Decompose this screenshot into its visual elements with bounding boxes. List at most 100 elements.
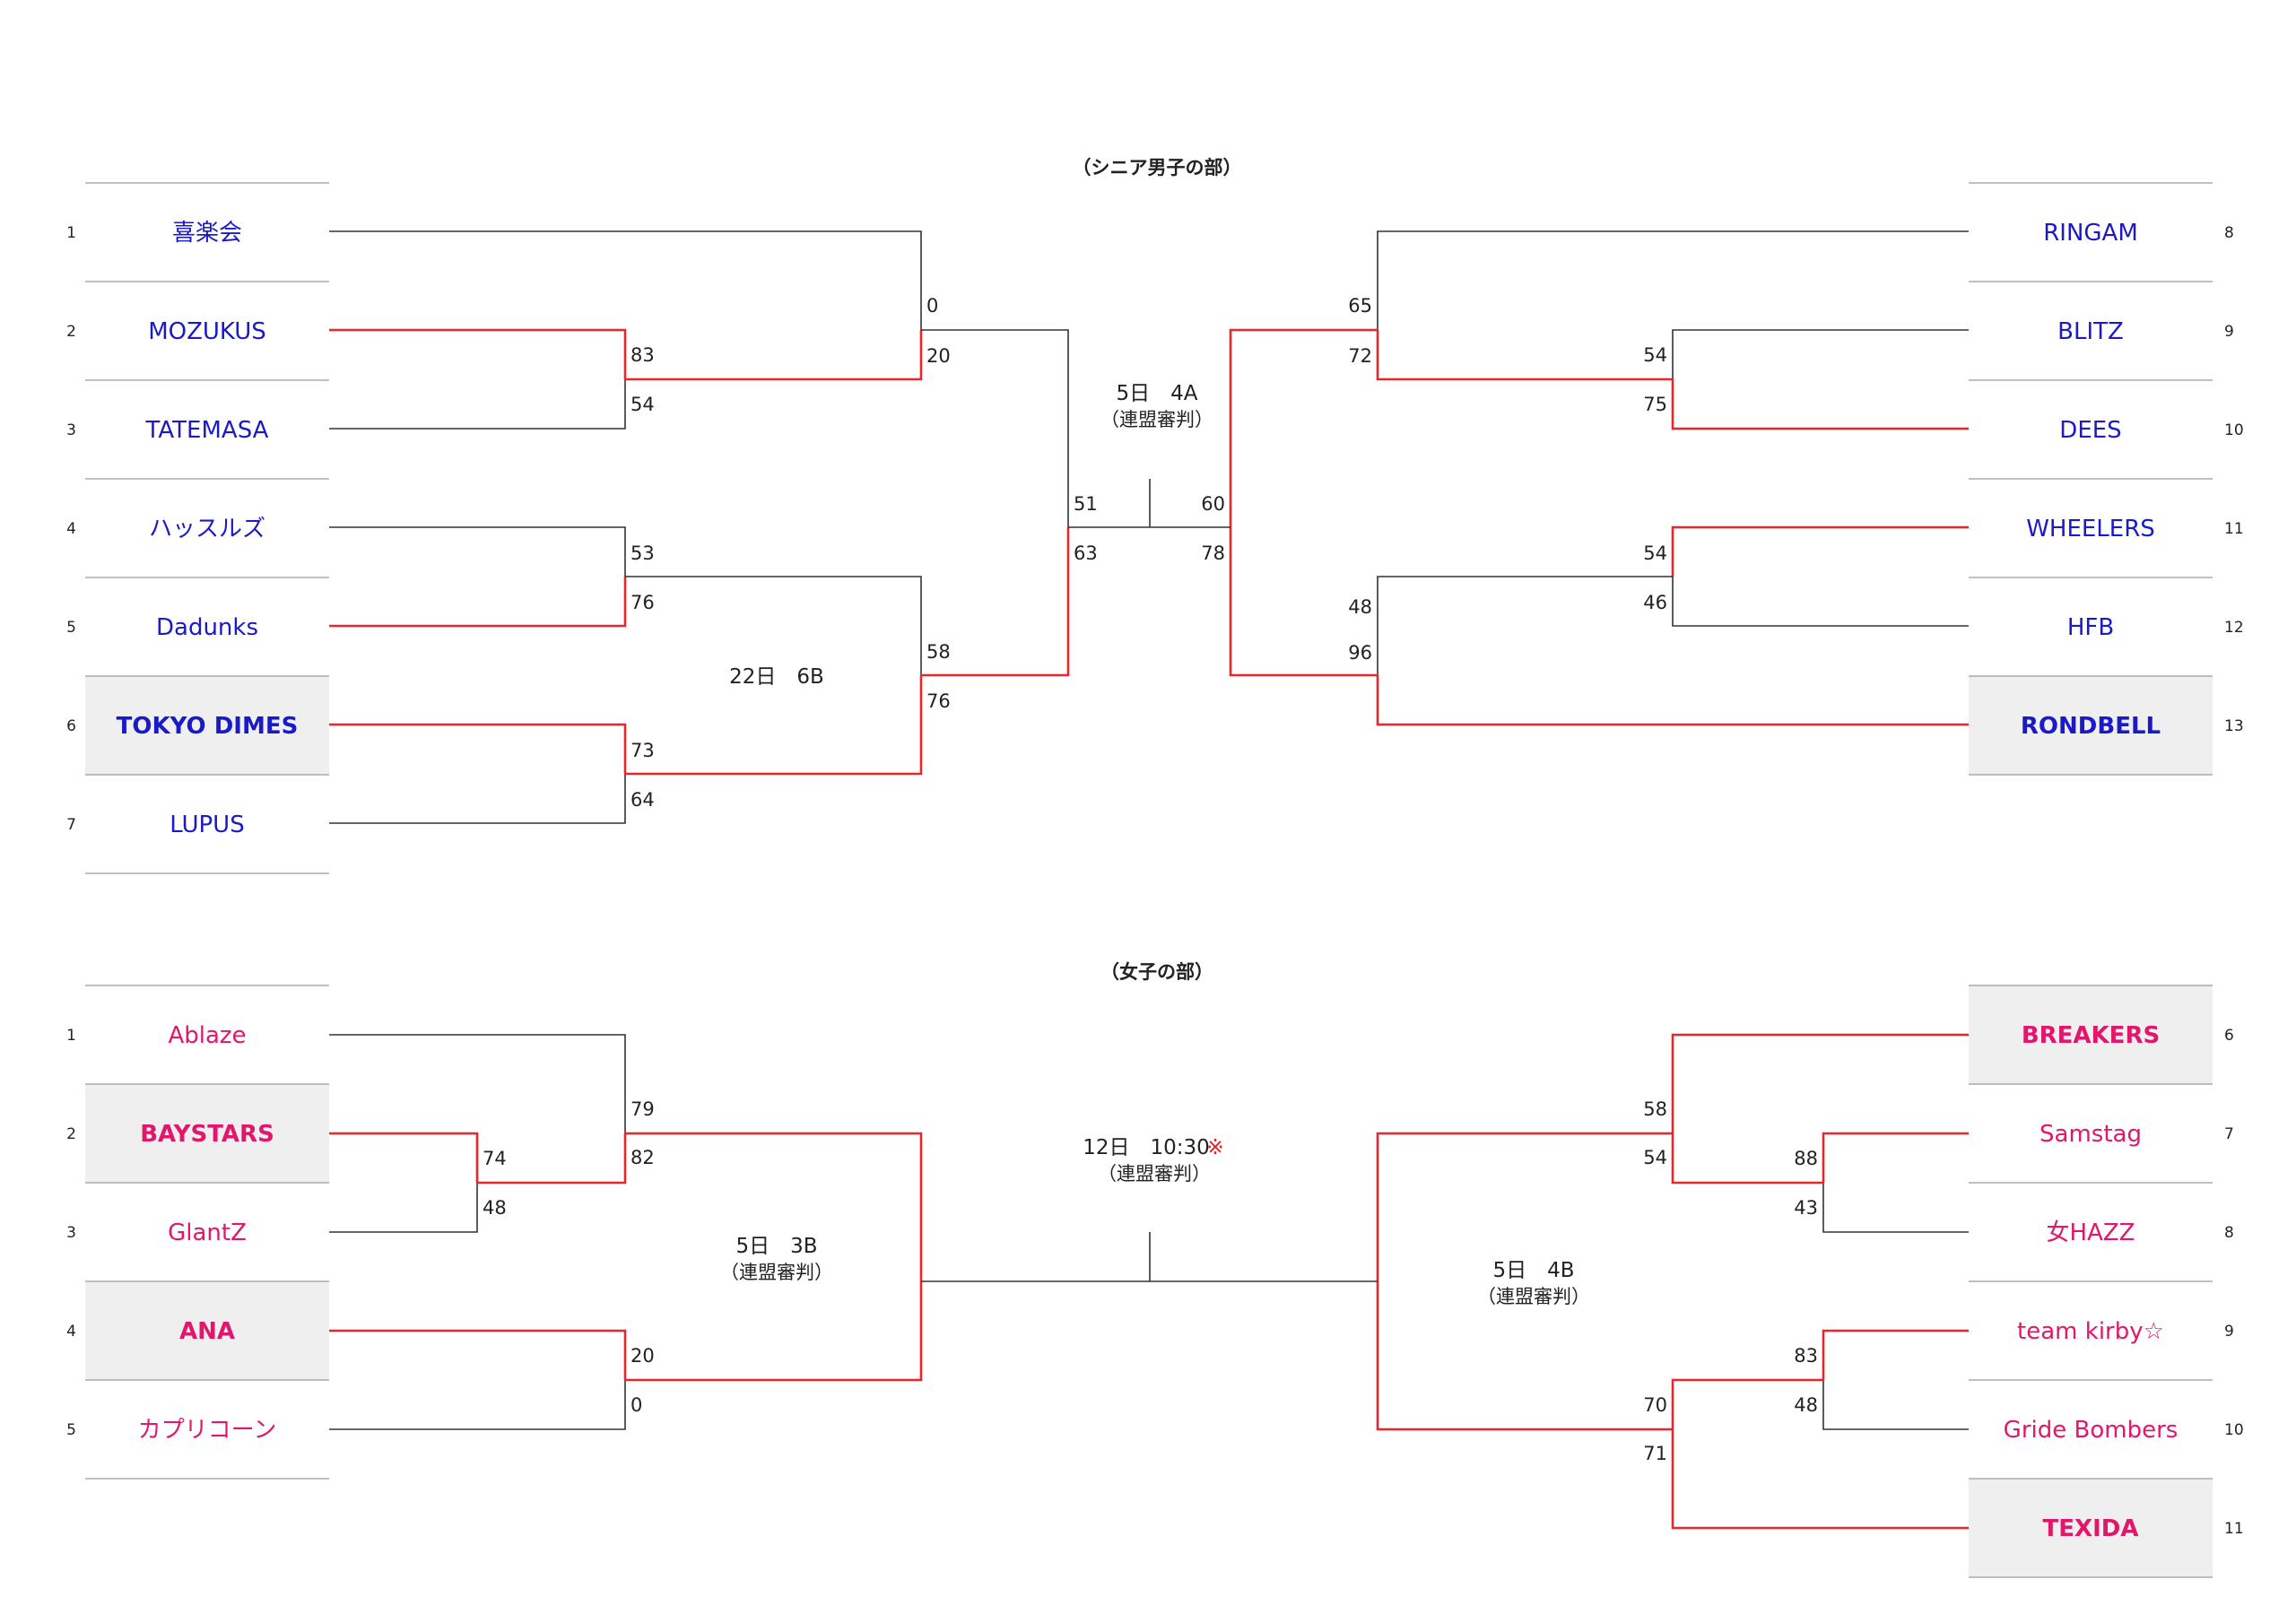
women-score: 79: [631, 1098, 655, 1120]
women-right-team-number: 8: [2224, 1224, 2234, 1242]
men-line-mozukus: [329, 328, 627, 379]
women-line-kirby: [1822, 1329, 1969, 1380]
women-line-breakers: [1671, 1033, 1969, 1133]
women-right-team-number: 7: [2224, 1125, 2234, 1143]
men-right-team-name: BLITZ: [2057, 318, 2124, 345]
women-right-team-bg: [1969, 1479, 2213, 1577]
men-score: 64: [631, 789, 655, 811]
women-line-gride: [1822, 1380, 1969, 1430]
women-final-ref: （連盟審判）: [1098, 1163, 1211, 1185]
men-right-team-number: 11: [2224, 520, 2244, 538]
men-line-right-lower: [1229, 527, 1378, 677]
women-score: 82: [631, 1147, 655, 1168]
men-score: 78: [1201, 542, 1225, 564]
men-left-team-number: 1: [66, 224, 76, 242]
men-left-team-number: 5: [66, 619, 76, 637]
women-left-team-name: Ablaze: [168, 1022, 246, 1049]
men-left-team-name: MOZUKUS: [148, 318, 266, 345]
women-line-left-upper: [625, 1132, 923, 1281]
men-final-date: 5日 4A: [1116, 382, 1197, 405]
men-left-team-name: Dadunks: [156, 614, 258, 641]
women-score: 0: [631, 1394, 642, 1416]
men-line-wheelers-adv: [1377, 576, 1673, 675]
women-score: 71: [1643, 1443, 1667, 1464]
men-right-team-bg: [1969, 676, 2213, 775]
men-score: 83: [631, 344, 655, 366]
men-line-tokyodimes-adv: [625, 675, 923, 776]
men-right-team-name: DEES: [2059, 417, 2121, 444]
men-line-dees: [1671, 379, 1969, 430]
men-score: 46: [1643, 592, 1667, 613]
women-score: 54: [1643, 1147, 1667, 1168]
men-score: 53: [631, 542, 655, 564]
women-score: 20: [631, 1345, 655, 1367]
men-left-team-number: 6: [66, 717, 76, 735]
women-final-mark: ※: [1206, 1136, 1223, 1159]
men-score: 20: [926, 345, 951, 367]
women-left-team-number: 2: [66, 1125, 76, 1143]
women-score: 43: [1794, 1197, 1818, 1219]
men-right-team-name: WHEELERS: [2026, 516, 2155, 542]
women-line-texida: [1671, 1429, 1969, 1530]
women-left-team-number: 4: [66, 1323, 76, 1341]
women-right-team-name: BREAKERS: [2022, 1022, 2160, 1049]
women-line-right-lower: [1376, 1281, 1673, 1431]
men-line-wheelers: [1671, 525, 1969, 577]
women-line-samstag-adv: [1671, 1133, 1823, 1185]
women-right-team-name: team kirby☆: [2017, 1318, 2164, 1345]
men-line-dadunks-adv: [625, 576, 922, 675]
women-right-team-name: TEXIDA: [2043, 1515, 2139, 1542]
women-score: 88: [1794, 1148, 1818, 1169]
women-line-ablaze: [329, 1034, 626, 1133]
men-score: 51: [1074, 493, 1098, 515]
men-left-team-name: 喜楽会: [172, 220, 242, 247]
men-score: 54: [1643, 344, 1667, 366]
women-right-team-bg: [1969, 985, 2213, 1084]
men-left-team-name: ハッスルズ: [149, 516, 265, 542]
men-right-team-number: 10: [2224, 421, 2244, 439]
women-left-team-name: GlantZ: [168, 1219, 247, 1246]
women-left-team-bg: [85, 1084, 329, 1183]
men-line-mozukus-adv: [625, 330, 923, 381]
women-score: 48: [1794, 1394, 1818, 1416]
women-right-team-number: 9: [2224, 1323, 2234, 1341]
women-score: 58: [1643, 1098, 1667, 1120]
men-score: 65: [1348, 295, 1372, 317]
women-score: 74: [483, 1148, 507, 1169]
men-left-date: 22日 6B: [729, 665, 824, 689]
men-line-rondbell: [1376, 675, 1969, 726]
women-line-baystars-adv: [477, 1133, 627, 1185]
men-left-team-number: 4: [66, 520, 76, 538]
men-score: 72: [1348, 345, 1372, 367]
men-right-team-name: RONDBELL: [2021, 713, 2161, 740]
men-score: 54: [631, 394, 655, 415]
men-line-tatemasa: [329, 379, 626, 430]
men-left-team-bg: [85, 676, 329, 775]
men-score: 58: [926, 641, 951, 663]
men-score: 73: [631, 740, 655, 761]
women-right-team-name: Gride Bombers: [2004, 1417, 2179, 1444]
men-line-ringam: [1377, 230, 1969, 330]
women-line-samstag: [1822, 1132, 1969, 1183]
women-left-team-name: カプリコーン: [138, 1417, 277, 1444]
men-score: 54: [1643, 542, 1667, 564]
women-left-team-number: 1: [66, 1027, 76, 1045]
men-line-lupus: [329, 774, 626, 824]
women-final-date: 12日 10:30: [1083, 1136, 1210, 1159]
men-right-team-number: 8: [2224, 224, 2234, 242]
men-line-left-upper: [921, 329, 1069, 527]
men-left-team-name: TATEMASA: [145, 417, 269, 444]
men-line-tokyodimes: [329, 723, 627, 774]
men-line-left-lower: [921, 527, 1070, 677]
women-right-team-name: Samstag: [2039, 1121, 2142, 1148]
women-left-team-number: 3: [66, 1224, 76, 1242]
women-left-team-name: BAYSTARS: [140, 1121, 274, 1148]
men-right-team-number: 13: [2224, 717, 2244, 735]
women-line-capricorn: [329, 1380, 626, 1430]
women-line-baystars: [329, 1132, 479, 1183]
men-left-team-name: TOKYO DIMES: [117, 713, 299, 740]
men-right-team-name: HFB: [2067, 614, 2114, 641]
women-line-glantz: [329, 1183, 478, 1233]
men-title: （シニア男子の部）: [1073, 157, 1242, 178]
